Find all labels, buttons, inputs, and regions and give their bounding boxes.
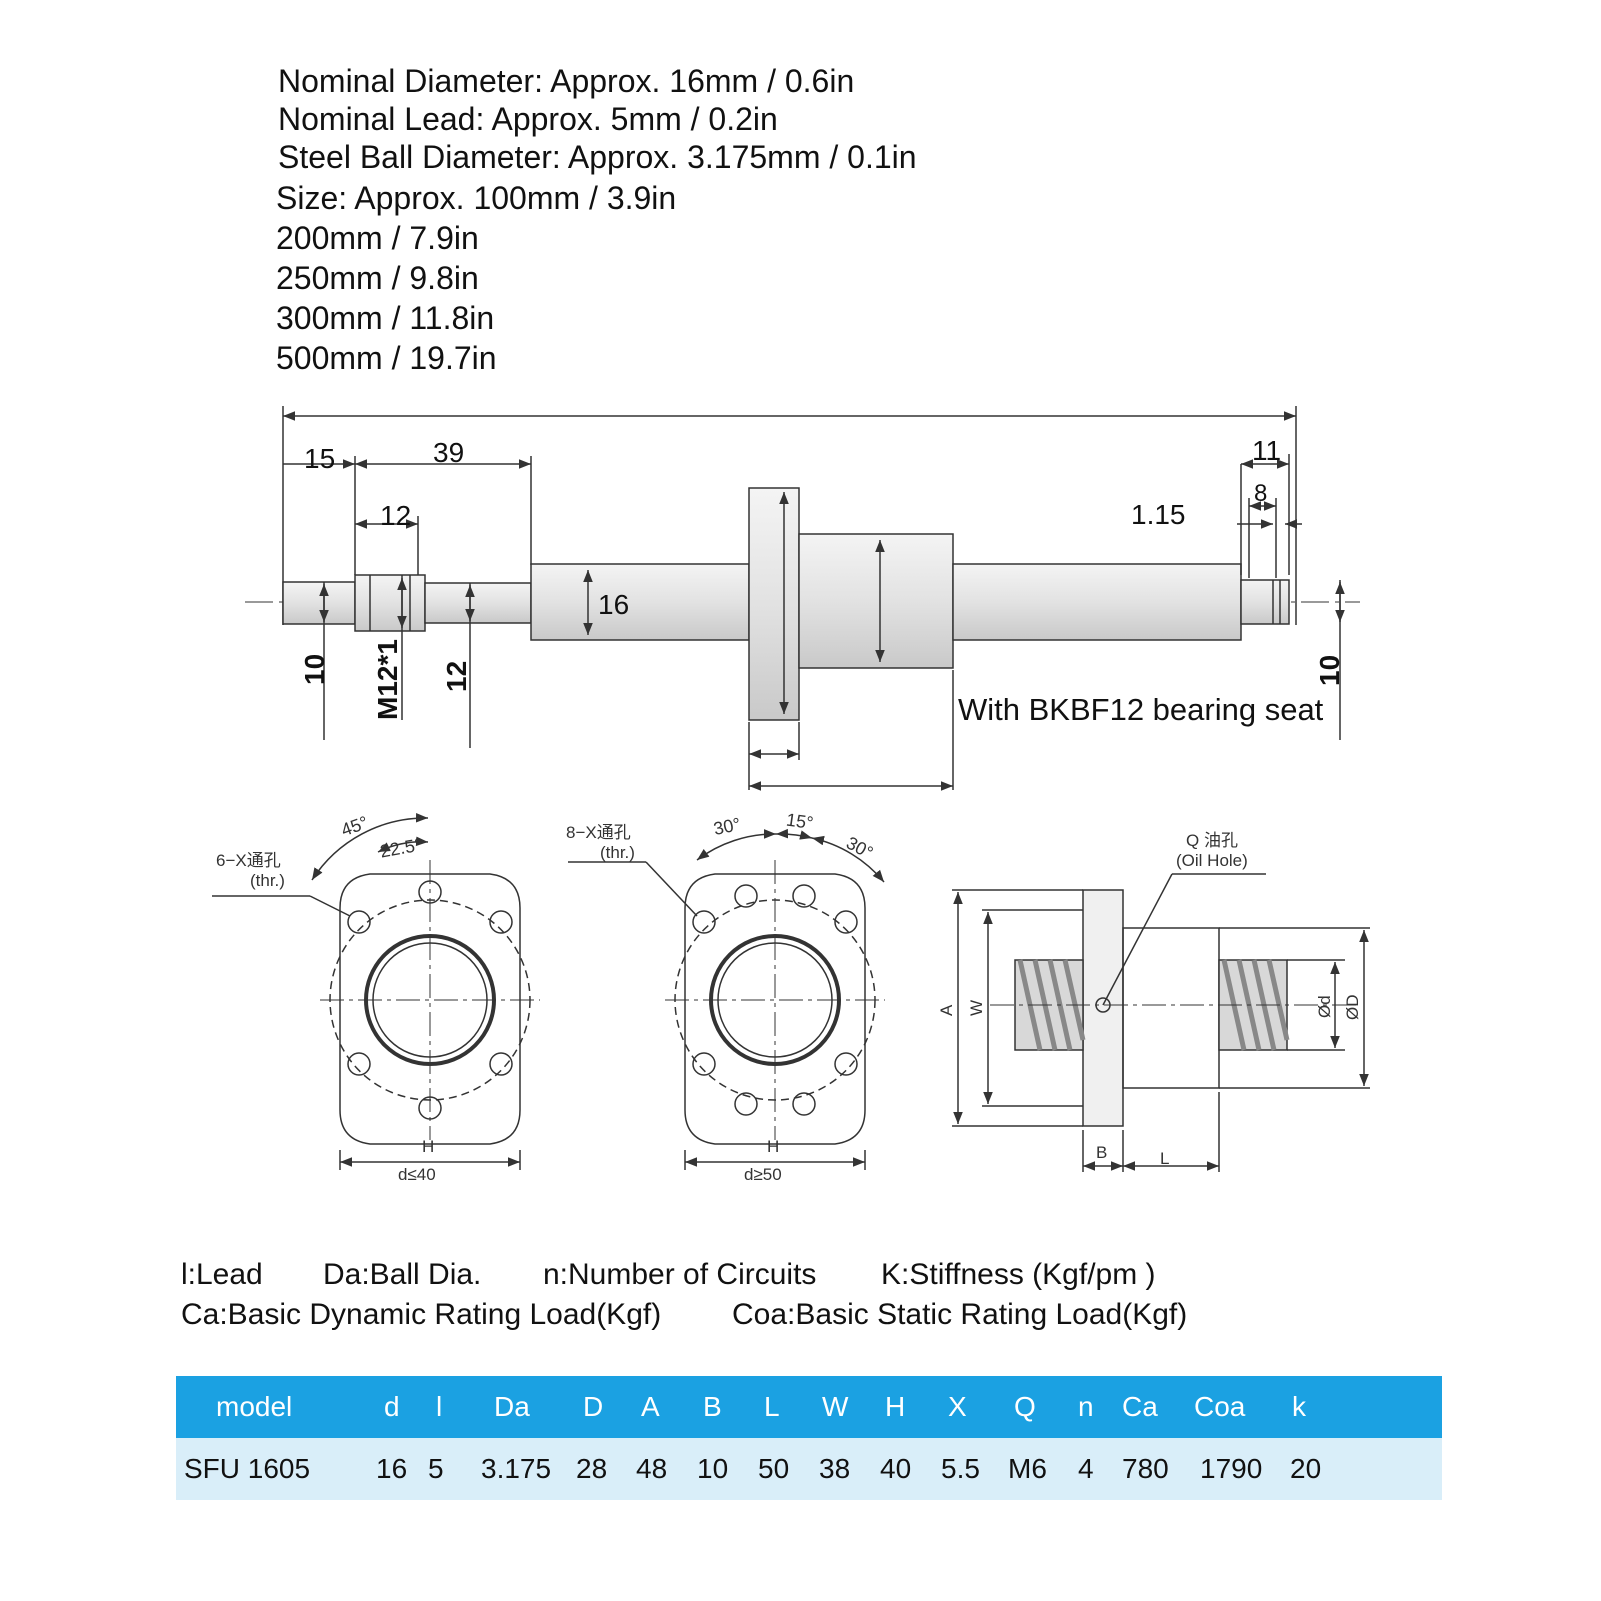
b-label: B bbox=[1096, 1143, 1107, 1162]
spec-size-300: 300mm / 11.8in bbox=[276, 300, 495, 336]
col-W: W bbox=[822, 1391, 849, 1422]
right-d-condition: d≥50 bbox=[744, 1165, 782, 1184]
right-angle-30a: 30° bbox=[712, 814, 743, 839]
cell-ca: 780 bbox=[1122, 1453, 1169, 1484]
dim-12-top: 12 bbox=[380, 500, 411, 531]
spec-table: model d l Da D A B L W H X Q n Ca Coa k … bbox=[176, 1376, 1442, 1500]
w-label: W bbox=[967, 1000, 986, 1016]
left-thr: (thr.) bbox=[250, 871, 285, 890]
cell-B: 10 bbox=[697, 1453, 729, 1484]
cell-da: 3.175 bbox=[481, 1453, 552, 1484]
spec-nominal-diameter: Nominal Diameter: Approx. 16mm / 0.6in bbox=[278, 63, 855, 99]
col-A: A bbox=[641, 1391, 660, 1422]
spec-nominal-lead: Nominal Lead: Approx. 5mm / 0.2in bbox=[278, 101, 778, 137]
col-L: L bbox=[764, 1391, 780, 1422]
legend-dynamic: Ca:Basic Dynamic Rating Load(Kgf) bbox=[181, 1298, 662, 1331]
flange-right-labels: 8−X通孔 (thr.) 30° 15° 30° H d≥50 bbox=[566, 810, 876, 1184]
right-angle-15: 15° bbox=[785, 810, 815, 834]
left-d-condition: d≤40 bbox=[398, 1165, 436, 1184]
col-Q: Q bbox=[1014, 1391, 1036, 1422]
right-h-label: H bbox=[767, 1137, 779, 1156]
cell-d: 16 bbox=[376, 1453, 408, 1484]
dim-10-left: 10 bbox=[299, 654, 330, 685]
spec-ball-diameter: Steel Ball Diameter: Approx. 3.175mm / 0… bbox=[278, 139, 917, 175]
col-ca: Ca bbox=[1122, 1391, 1158, 1422]
dim-16: 16 bbox=[598, 589, 629, 620]
col-B: B bbox=[703, 1391, 722, 1422]
cell-X: 5.5 bbox=[941, 1453, 980, 1484]
dim-15: 15 bbox=[304, 443, 335, 474]
left-angle-45: 45° bbox=[338, 812, 370, 840]
phi-d-label: Ød bbox=[1315, 995, 1334, 1018]
col-d: d bbox=[384, 1391, 400, 1422]
cell-D: 28 bbox=[576, 1453, 608, 1484]
dim-12-vertical: 12 bbox=[441, 661, 472, 692]
right-thr: (thr.) bbox=[600, 843, 635, 862]
spec-size: Size: Approx. 100mm / 3.9in bbox=[276, 180, 677, 216]
left-h-label: H bbox=[422, 1137, 434, 1156]
thread-label: M12*1 bbox=[372, 639, 403, 720]
dim-1-15: 1.15 bbox=[1131, 499, 1186, 530]
table-header: model d l Da D A B L W H X Q n Ca Coa k bbox=[176, 1376, 1442, 1438]
cell-A: 48 bbox=[636, 1453, 668, 1484]
dim-10-right: 10 bbox=[1314, 655, 1345, 686]
cell-W: 38 bbox=[819, 1453, 851, 1484]
bearing-note: With BKBF12 bearing seat bbox=[958, 692, 1324, 727]
flange-left-labels: 6−X通孔 (thr.) 45° 22.5° H d≤40 bbox=[216, 812, 436, 1184]
cell-coa: 1790 bbox=[1200, 1453, 1263, 1484]
dim-8: 8 bbox=[1254, 480, 1267, 507]
cell-n: 4 bbox=[1078, 1453, 1094, 1484]
legend-ball: Da:Ball Dia. bbox=[323, 1258, 482, 1291]
col-n: n bbox=[1078, 1391, 1094, 1422]
col-k: k bbox=[1292, 1391, 1306, 1422]
spec-size-500: 500mm / 19.7in bbox=[276, 340, 497, 376]
dim-39: 39 bbox=[433, 437, 464, 468]
flange-right bbox=[568, 828, 885, 1170]
cell-H: 40 bbox=[880, 1453, 912, 1484]
l-label: L bbox=[1160, 1149, 1169, 1168]
right-angle-30b: 30° bbox=[843, 833, 876, 863]
col-D: D bbox=[583, 1391, 604, 1422]
spec-size-200: 200mm / 7.9in bbox=[276, 220, 479, 256]
a-label: A bbox=[937, 1004, 956, 1016]
left-holes-label: 6−X通孔 bbox=[216, 851, 281, 870]
col-model: model bbox=[216, 1391, 293, 1422]
col-l: l bbox=[436, 1391, 443, 1422]
table-row: SFU 1605 16 5 3.175 28 48 10 50 38 40 5.… bbox=[176, 1438, 1442, 1500]
cell-Q: M6 bbox=[1008, 1453, 1047, 1484]
shaft-labels: 15 39 12 16 10 M12*1 12 11 8 1.15 10 Wit… bbox=[299, 435, 1345, 727]
cell-k: 20 bbox=[1290, 1453, 1322, 1484]
legend-stiffness: K:Stiffness (Kgf/pm ) bbox=[881, 1258, 1156, 1291]
flange-left bbox=[212, 812, 540, 1170]
legend-static: Coa:Basic Static Rating Load(Kgf) bbox=[732, 1298, 1188, 1331]
cell-model: SFU 1605 bbox=[184, 1453, 311, 1484]
side-view-labels: Q 油孔 (Oil Hole) A W Ød ØD B L bbox=[937, 831, 1362, 1168]
shaft-drawing bbox=[245, 406, 1360, 791]
left-angle-22-5: 22.5° bbox=[378, 835, 423, 862]
col-coa: Coa bbox=[1194, 1391, 1246, 1422]
cell-L: 50 bbox=[758, 1453, 790, 1484]
col-da: Da bbox=[494, 1391, 530, 1422]
side-view bbox=[952, 873, 1370, 1172]
phi-D-label: ØD bbox=[1343, 995, 1362, 1021]
q-label: Q 油孔 bbox=[1186, 831, 1238, 850]
col-X: X bbox=[948, 1391, 967, 1422]
spec-block: Nominal Diameter: Approx. 16mm / 0.6in N… bbox=[276, 62, 917, 377]
right-holes-label: 8−X通孔 bbox=[566, 823, 631, 842]
oil-hole-label: (Oil Hole) bbox=[1176, 851, 1248, 870]
cell-l: 5 bbox=[428, 1453, 444, 1484]
col-H: H bbox=[885, 1391, 906, 1422]
spec-size-250: 250mm / 9.8in bbox=[276, 260, 479, 296]
legend-lead: l:Lead bbox=[181, 1258, 263, 1291]
legend-circuits: n:Number of Circuits bbox=[543, 1258, 817, 1291]
dim-11: 11 bbox=[1252, 435, 1281, 466]
